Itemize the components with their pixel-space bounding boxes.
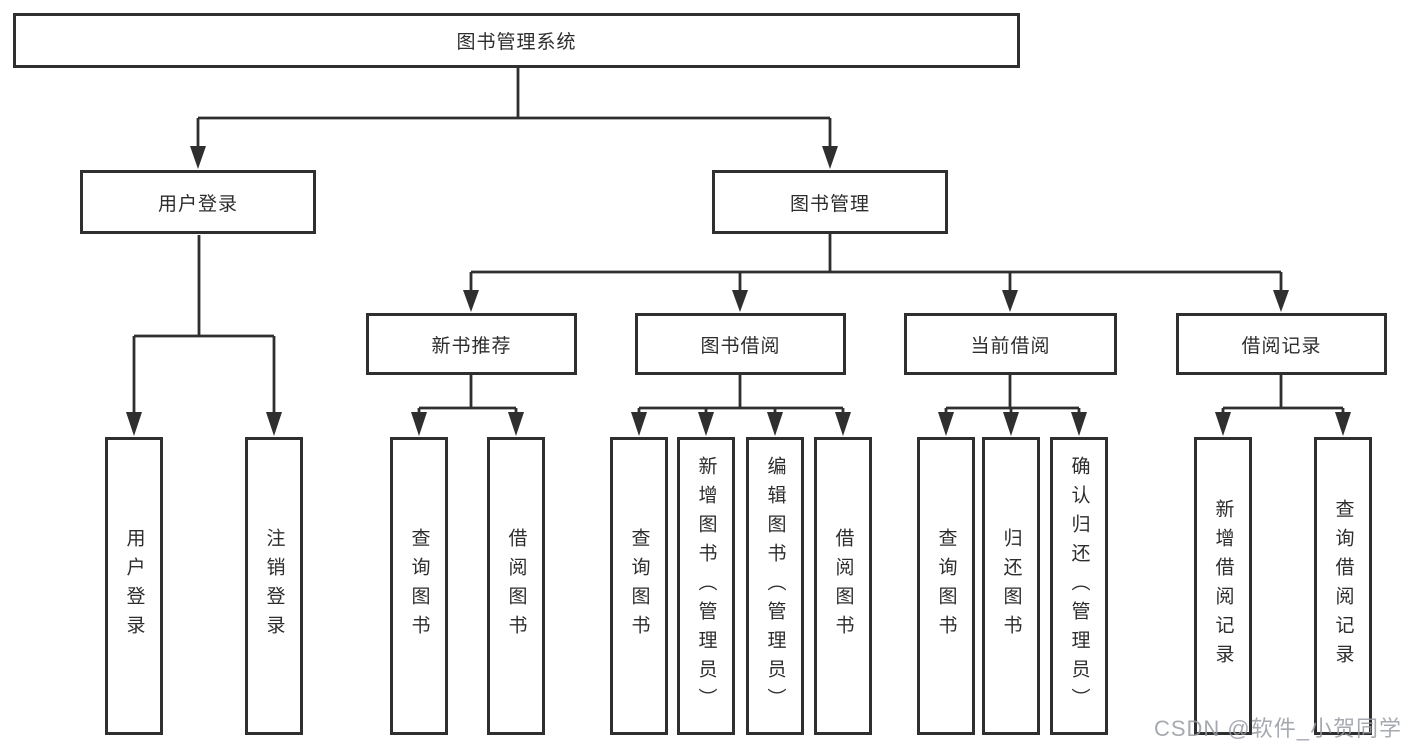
node-label: 用户登录	[157, 193, 238, 215]
arrowhead	[835, 412, 851, 436]
node-leaf-return-books: 归还图书	[982, 437, 1040, 735]
arrowhead	[411, 412, 427, 436]
node-label: 确认归还（管理员）	[1068, 455, 1090, 717]
node-book-borrowing: 图书借阅	[635, 313, 846, 375]
node-label: 归还图书	[1000, 528, 1022, 644]
node-label: 用户登录	[123, 528, 145, 644]
arrowheads	[126, 146, 1351, 436]
node-label: 新书推荐	[431, 335, 512, 357]
node-label: 借阅图书	[505, 528, 527, 644]
node-leaf-query-books-current: 查询图书	[917, 437, 975, 735]
arrowhead	[266, 412, 282, 436]
node-library-management-system: 图书管理系统	[13, 13, 1020, 68]
node-leaf-borrow-books-recommend: 借阅图书	[487, 437, 545, 735]
arrowhead	[631, 412, 647, 436]
arrowhead	[508, 412, 524, 436]
arrowhead	[938, 412, 954, 436]
arrowhead	[126, 412, 142, 436]
arrowhead	[463, 290, 479, 312]
node-leaf-query-books-borrowing: 查询图书	[610, 437, 668, 735]
node-label: 借阅记录	[1241, 335, 1322, 357]
arrowhead	[822, 146, 838, 169]
node-leaf-logout: 注销登录	[245, 437, 303, 735]
node-borrowing-records: 借阅记录	[1176, 313, 1387, 375]
arrowhead	[698, 412, 714, 436]
node-new-book-recommendation: 新书推荐	[366, 313, 577, 375]
node-leaf-borrow-books: 借阅图书	[814, 437, 872, 735]
node-label: 查询图书	[935, 528, 957, 644]
arrowhead	[1071, 412, 1087, 436]
node-label: 查询图书	[628, 528, 650, 644]
node-leaf-add-book-admin: 新增图书（管理员）	[677, 437, 735, 735]
node-label: 借阅图书	[832, 528, 854, 644]
node-leaf-add-borrow-record: 新增借阅记录	[1194, 437, 1252, 735]
arrowhead	[1002, 290, 1018, 312]
arrowhead	[1003, 412, 1019, 436]
node-book-management: 图书管理	[712, 170, 948, 234]
node-current-borrowing: 当前借阅	[904, 313, 1117, 375]
node-label: 注销登录	[263, 528, 285, 644]
arrowhead	[1215, 412, 1231, 436]
node-label: 查询借阅记录	[1332, 499, 1354, 673]
node-label: 图书管理	[789, 193, 870, 215]
arrowhead	[732, 290, 748, 312]
arrowhead	[190, 146, 206, 169]
arrowhead	[1335, 412, 1351, 436]
node-label: 新增借阅记录	[1212, 499, 1234, 673]
node-label: 图书借阅	[700, 335, 781, 357]
node-leaf-edit-book-admin: 编辑图书（管理员）	[746, 437, 804, 735]
node-leaf-query-borrow-record: 查询借阅记录	[1314, 437, 1372, 735]
csdn-watermark: CSDN @软件_小贺同学	[1153, 716, 1402, 741]
node-user-login: 用户登录	[80, 170, 316, 234]
node-label: 当前借阅	[970, 335, 1051, 357]
node-label: 新增图书（管理员）	[695, 455, 717, 717]
node-leaf-confirm-return-admin: 确认归还（管理员）	[1050, 437, 1108, 735]
arrowhead	[767, 412, 783, 436]
node-leaf-query-books-recommend: 查询图书	[390, 437, 448, 735]
arrowhead	[1273, 290, 1289, 312]
node-leaf-user-login: 用户登录	[105, 437, 163, 735]
node-label: 查询图书	[408, 528, 430, 644]
node-label: 编辑图书（管理员）	[764, 455, 786, 717]
node-label: 图书管理系统	[456, 32, 577, 53]
